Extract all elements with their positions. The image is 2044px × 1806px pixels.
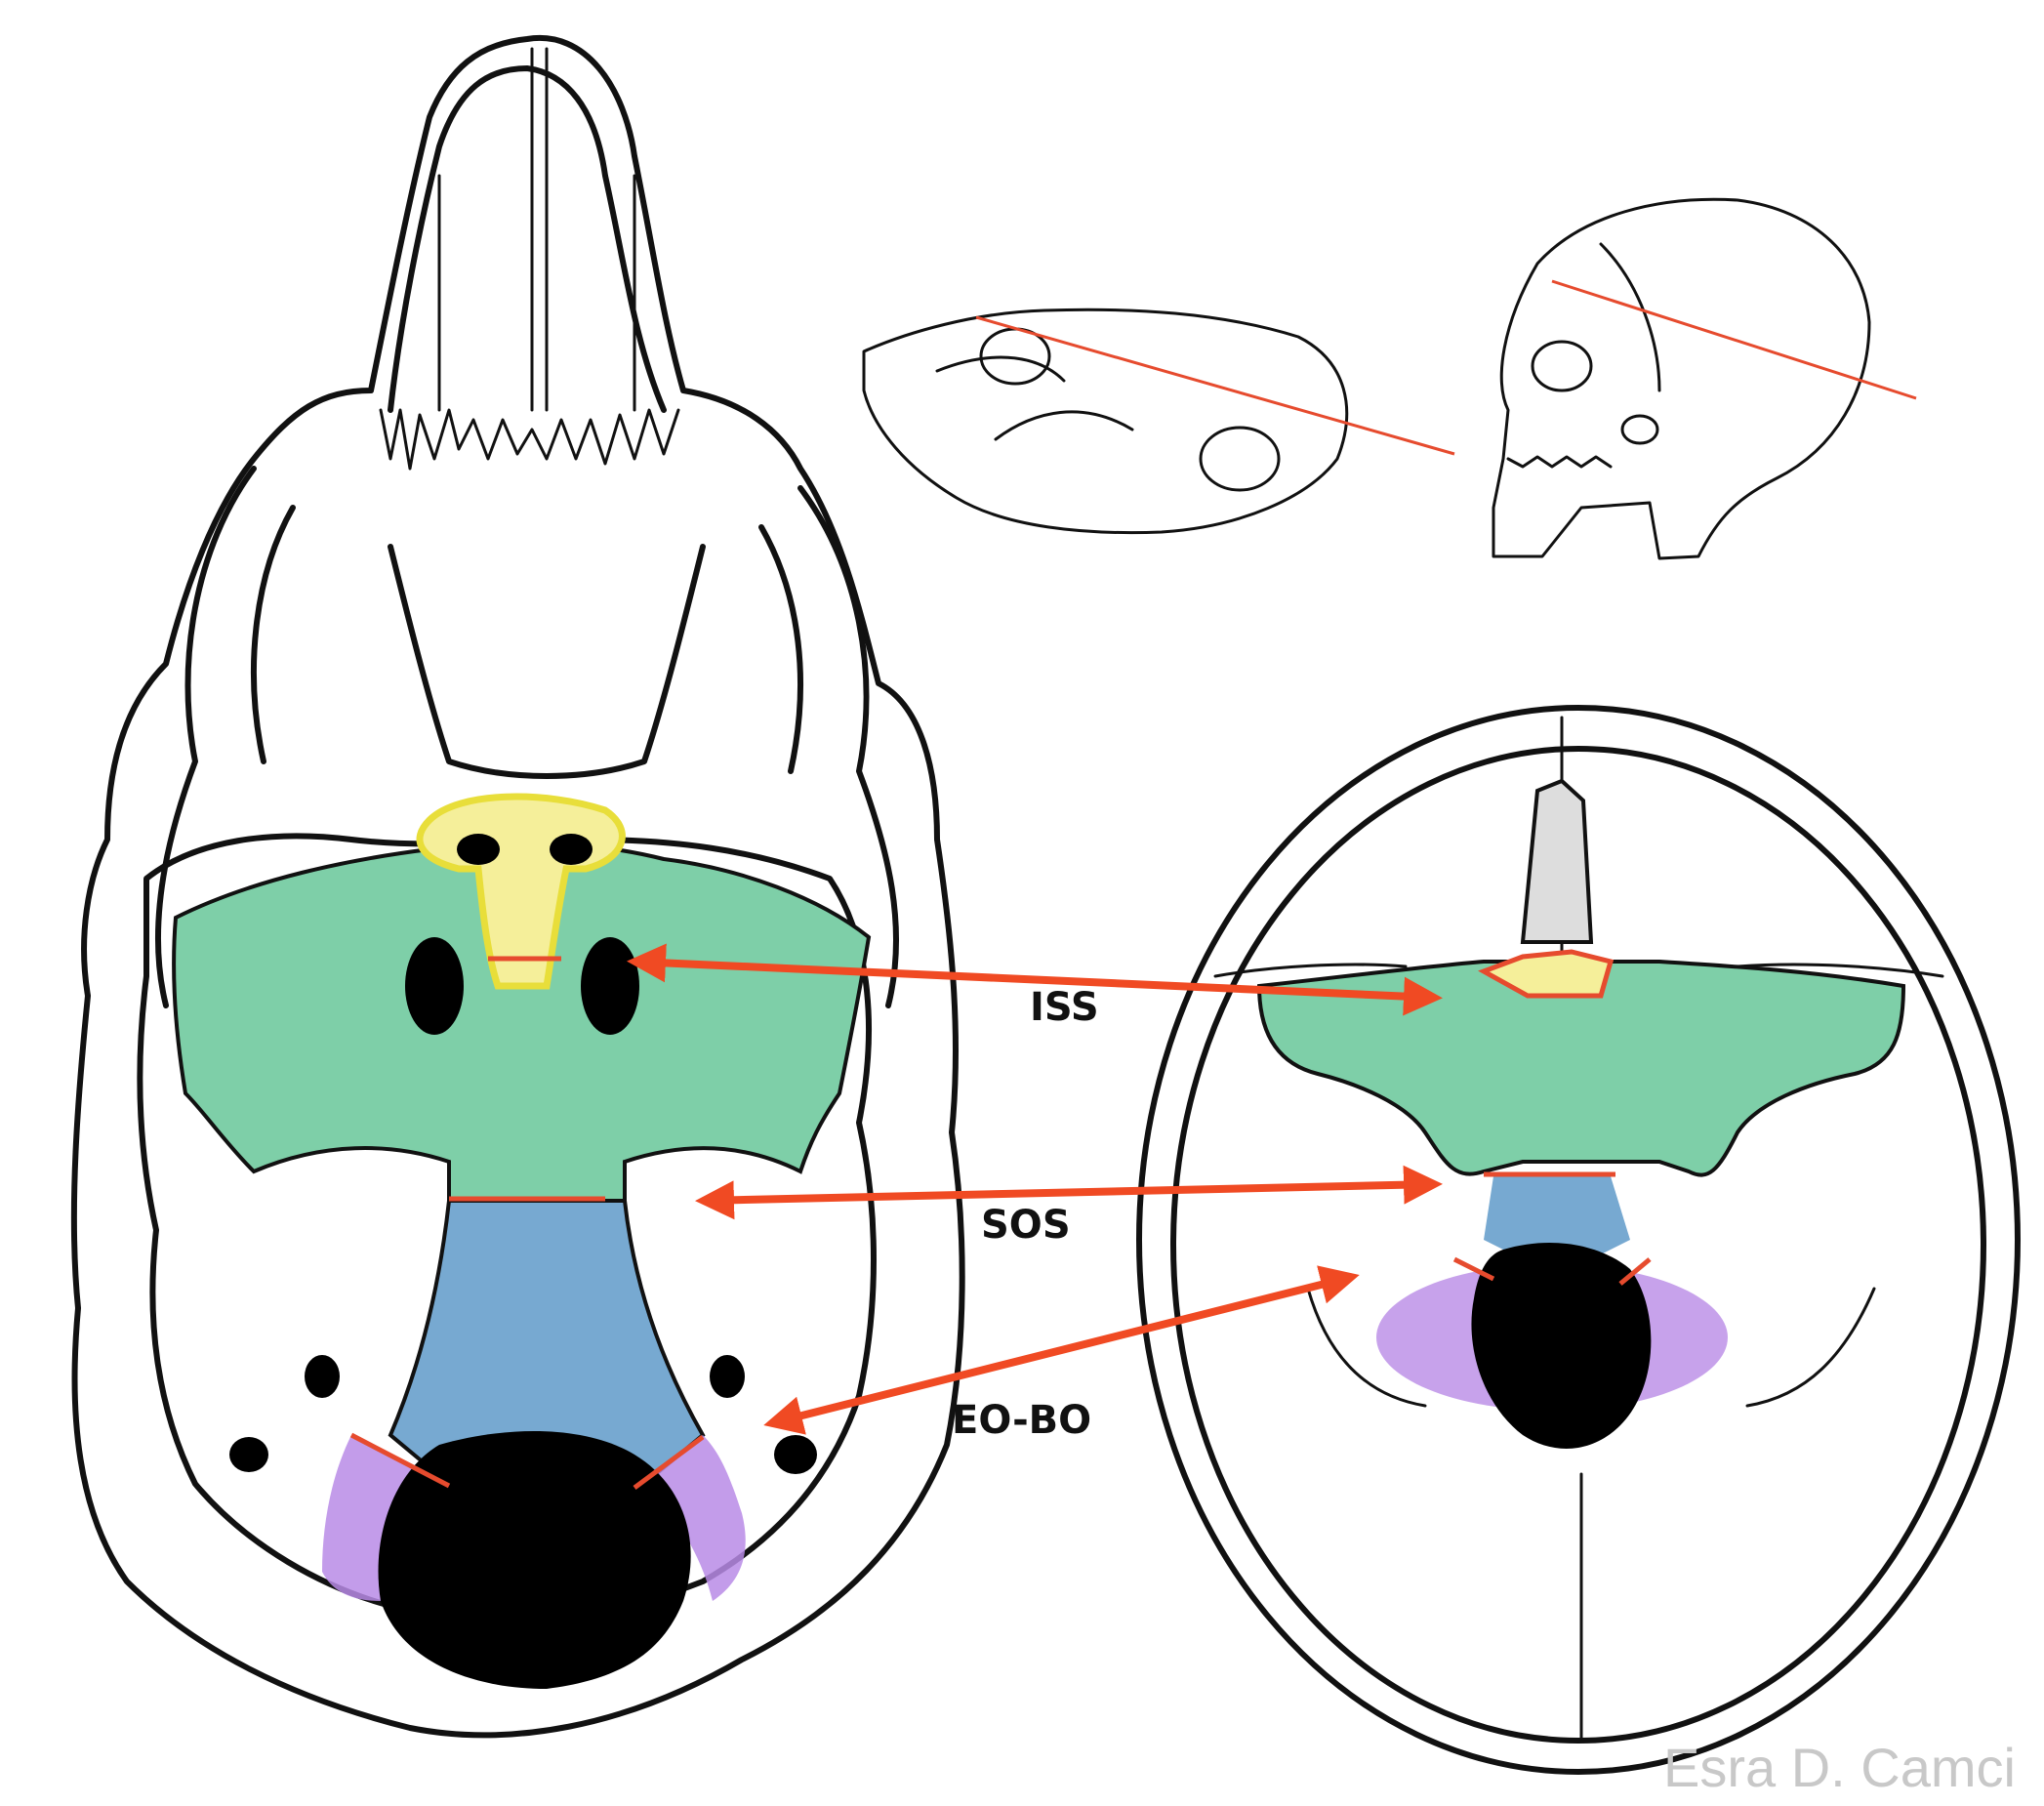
iss-label: ISS (1030, 985, 1099, 1030)
human-skull-lateral-icon (1492, 197, 1917, 560)
mouse-optic-foramen-right (581, 937, 639, 1035)
human-presphenoid (1478, 949, 1615, 999)
mouse-hole-l1 (305, 1355, 340, 1398)
eobo-label: EO-BO (952, 1398, 1091, 1443)
mouse-hole-l2 (229, 1437, 268, 1472)
author-credit: Esra D. Camci (1663, 1737, 2016, 1798)
human-crista-galli (1520, 778, 1594, 944)
mouse-hole-r2 (774, 1435, 817, 1474)
human-foramen-magnum (1471, 1242, 1652, 1449)
human-lateral-plane-line (1551, 279, 1917, 400)
human-eobo-line-right (1618, 1257, 1652, 1286)
mouse-lateral-plane-line (975, 315, 1455, 456)
mouse-foramen-left (457, 834, 500, 865)
mouse-hole-r1 (710, 1355, 745, 1398)
human-basioccipital-region (1484, 1176, 1630, 1259)
mouse-eobo-line-left (349, 1432, 451, 1489)
mouse-optic-foramen-left (405, 937, 464, 1035)
mouse-foramen-right (550, 834, 593, 865)
sos-label: SOS (981, 1203, 1071, 1248)
mouse-foramen-magnum (378, 1431, 691, 1689)
human-eobo-line-left (1452, 1256, 1495, 1282)
mouse-skull-lateral-icon (862, 308, 1455, 535)
iss-arrow (627, 943, 1443, 1016)
sos-arrow (695, 1165, 1443, 1220)
mouse-eobo-line-right (633, 1434, 705, 1491)
mouse-exoccipital-right (644, 1435, 746, 1601)
eobo-arrow (763, 1265, 1360, 1435)
